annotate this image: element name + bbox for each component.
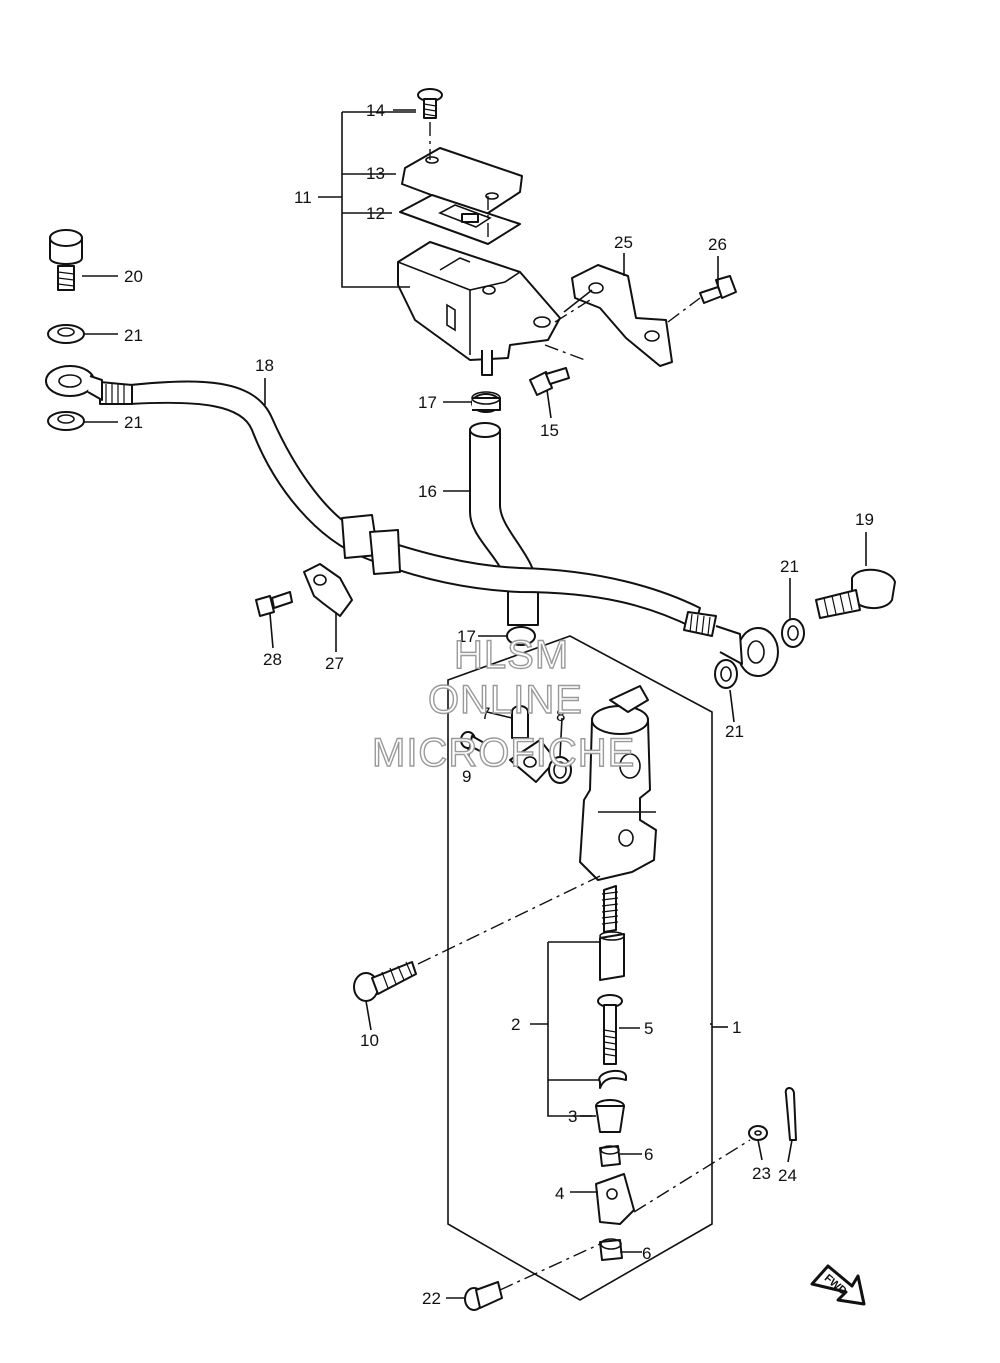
label-part-2: 2 xyxy=(511,1015,520,1034)
label-part-6-b: 6 xyxy=(642,1244,651,1263)
piston xyxy=(599,931,625,981)
label-part-28: 28 xyxy=(263,650,282,669)
label-part-11: 11 xyxy=(294,188,312,207)
reservoir-bracket xyxy=(571,264,673,367)
label-part-21-a: 21 xyxy=(124,326,143,345)
label-part-5: 5 xyxy=(644,1019,653,1038)
callout-labels: 14 13 12 11 25 26 20 21 18 17 15 21 16 1… xyxy=(124,101,874,1308)
label-part-3: 3 xyxy=(568,1107,577,1126)
label-part-15: 15 xyxy=(540,421,559,440)
connector-o-ring xyxy=(548,756,572,784)
label-part-20: 20 xyxy=(124,267,143,286)
label-part-4: 4 xyxy=(555,1184,564,1203)
label-part-21-c: 21 xyxy=(780,557,799,576)
clevis-washer xyxy=(748,1125,768,1141)
reservoir-diaphragm xyxy=(399,194,521,245)
hose-clamp-bracket xyxy=(303,563,353,617)
reservoir-assembly xyxy=(318,88,561,376)
reservoir-cap-screw xyxy=(417,88,443,119)
label-part-13: 13 xyxy=(366,164,385,183)
rod-clevis xyxy=(595,1173,635,1225)
label-part-27: 27 xyxy=(325,654,344,673)
label-part-22: 22 xyxy=(422,1289,441,1308)
union-bolt-lower xyxy=(815,568,896,619)
hose-clamp-upper xyxy=(471,391,501,413)
hose-banjo-lower xyxy=(715,625,779,677)
master-cylinder-outline xyxy=(447,635,713,1301)
label-part-21-b: 21 xyxy=(124,413,143,432)
label-part-6-a: 6 xyxy=(644,1145,653,1164)
leader-lines xyxy=(82,109,867,1299)
bracket-bolt xyxy=(699,275,737,304)
reservoir-body xyxy=(397,241,561,376)
clevis-pin xyxy=(464,1281,503,1311)
reservoir-mount-bolt xyxy=(529,367,570,396)
label-part-14: 14 xyxy=(366,101,385,120)
sealing-washer-1 xyxy=(47,324,85,344)
cotter-pin xyxy=(784,1087,797,1141)
brake-hose xyxy=(99,380,717,637)
sealing-washer-2 xyxy=(47,411,85,431)
push-rod xyxy=(597,994,623,1065)
label-part-16: 16 xyxy=(418,482,437,501)
sealing-washer-3 xyxy=(781,618,805,648)
watermark-line-1: HLSM xyxy=(454,633,569,677)
rod-boot xyxy=(595,1099,625,1133)
label-part-21-d: 21 xyxy=(725,722,744,741)
circlip xyxy=(598,1069,627,1089)
cylinder-mount-bolt xyxy=(353,961,417,1002)
label-part-18: 18 xyxy=(255,356,274,375)
lock-nut-lower xyxy=(599,1238,623,1261)
label-part-17-b: 17 xyxy=(457,627,476,646)
master-cylinder-body xyxy=(579,685,657,881)
sealing-washer-4 xyxy=(714,659,738,689)
label-part-23: 23 xyxy=(752,1164,771,1183)
label-part-19: 19 xyxy=(855,510,874,529)
lock-nut-upper xyxy=(599,1145,621,1167)
label-part-8: 8 xyxy=(556,706,565,725)
label-part-7: 7 xyxy=(481,704,490,723)
clamp-bolt xyxy=(255,591,293,617)
label-part-10: 10 xyxy=(360,1031,379,1050)
watermark: HLSM ONLINE MICROFICHE xyxy=(371,632,635,775)
label-part-24: 24 xyxy=(778,1166,797,1185)
watermark-line-2: ONLINE xyxy=(428,678,583,722)
connector-joint xyxy=(511,705,529,739)
label-part-26: 26 xyxy=(708,235,727,254)
label-part-1: 1 xyxy=(732,1018,741,1037)
label-part-25: 25 xyxy=(614,233,633,252)
forward-direction-arrow: FWD xyxy=(810,1264,866,1306)
label-part-9: 9 xyxy=(462,767,471,786)
piston-spring xyxy=(601,885,619,933)
label-part-17-a: 17 xyxy=(418,393,437,412)
label-part-12: 12 xyxy=(366,204,385,223)
watermark-line-3: MICROFICHE xyxy=(372,731,635,775)
reservoir-hose xyxy=(469,422,539,626)
hose-banjo-upper xyxy=(45,365,103,401)
union-bolt-upper xyxy=(49,229,83,291)
